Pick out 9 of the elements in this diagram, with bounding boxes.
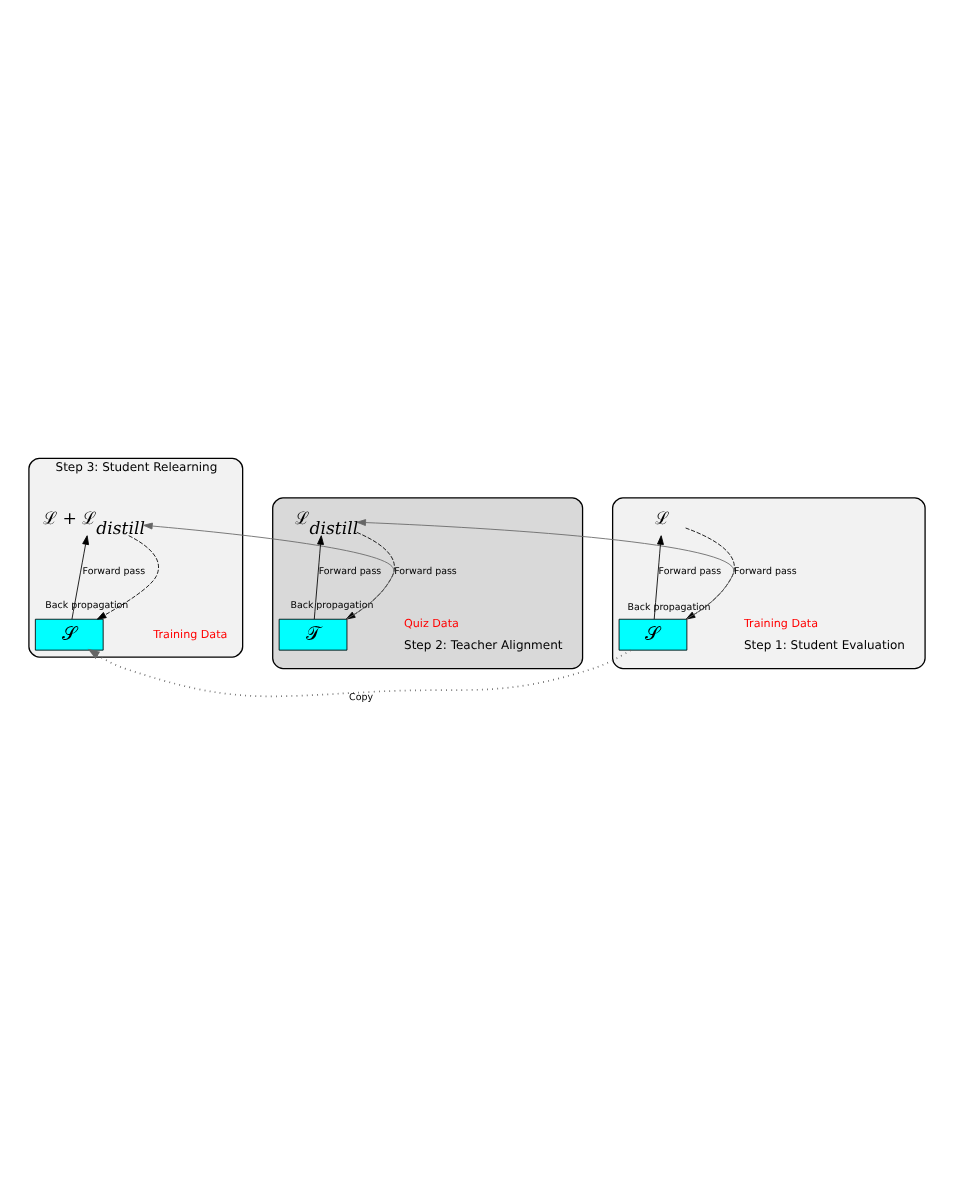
arrow [96, 534, 159, 619]
arrow [87, 647, 632, 697]
node-text: ℒ [655, 509, 670, 530]
node-box: 𝒯 [278, 617, 348, 650]
node-box: 𝒮 [34, 617, 104, 650]
arrow [653, 534, 664, 619]
node-box: 𝒮 [618, 617, 688, 650]
arrow [313, 534, 324, 619]
arrow [71, 534, 90, 619]
